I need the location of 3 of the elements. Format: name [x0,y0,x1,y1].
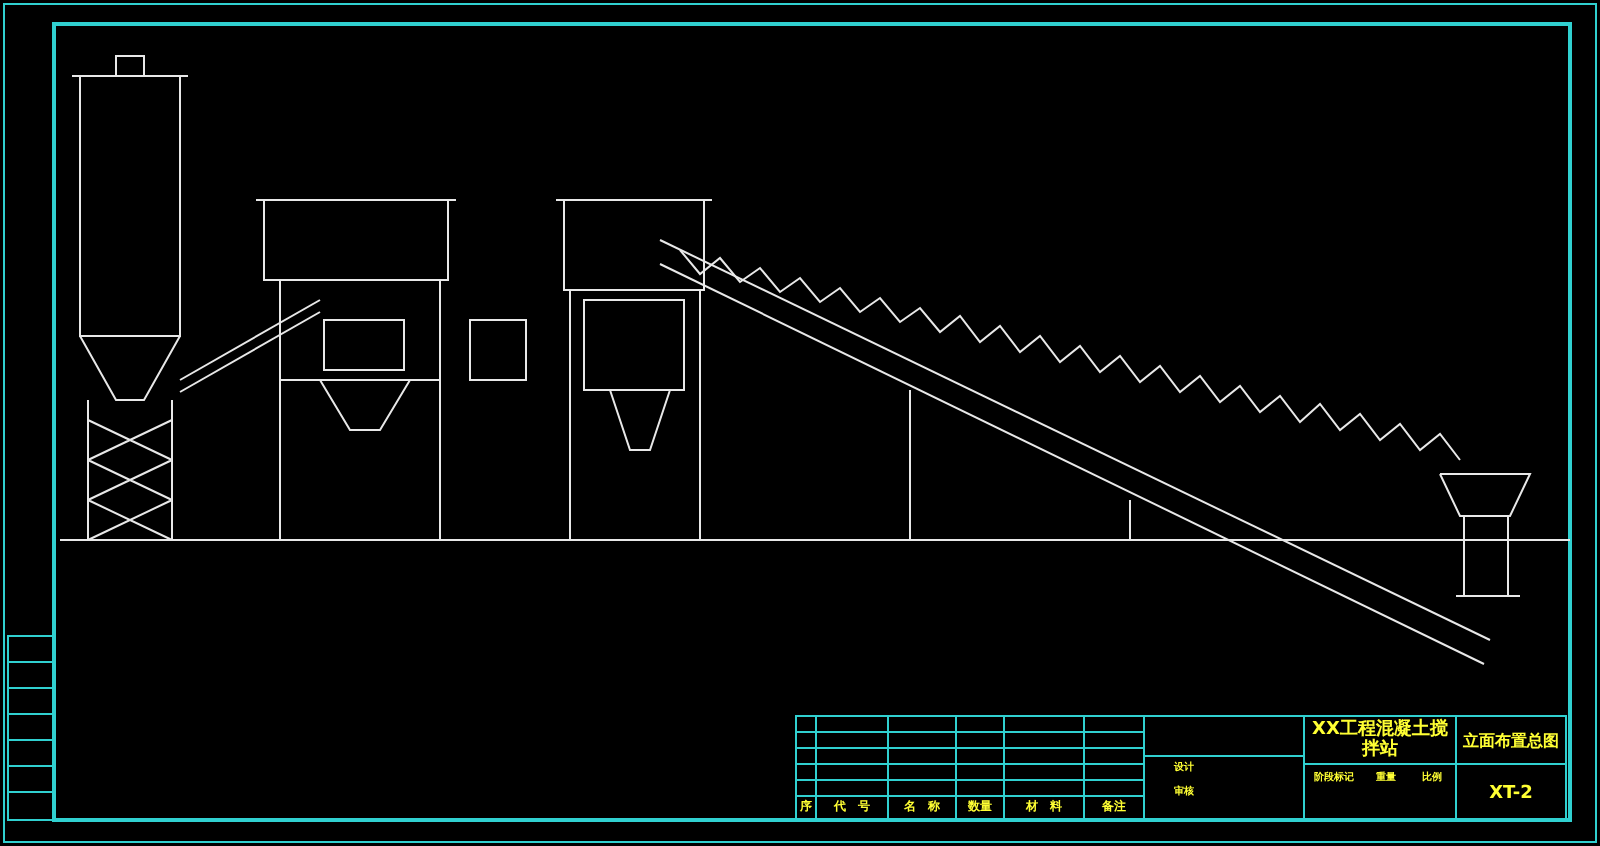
project-title: XX工程混凝土搅拌站 [1310,720,1450,764]
drawing-title: 立面布置总图 [1461,729,1561,754]
drawing-number: XT-2 [1487,782,1535,809]
